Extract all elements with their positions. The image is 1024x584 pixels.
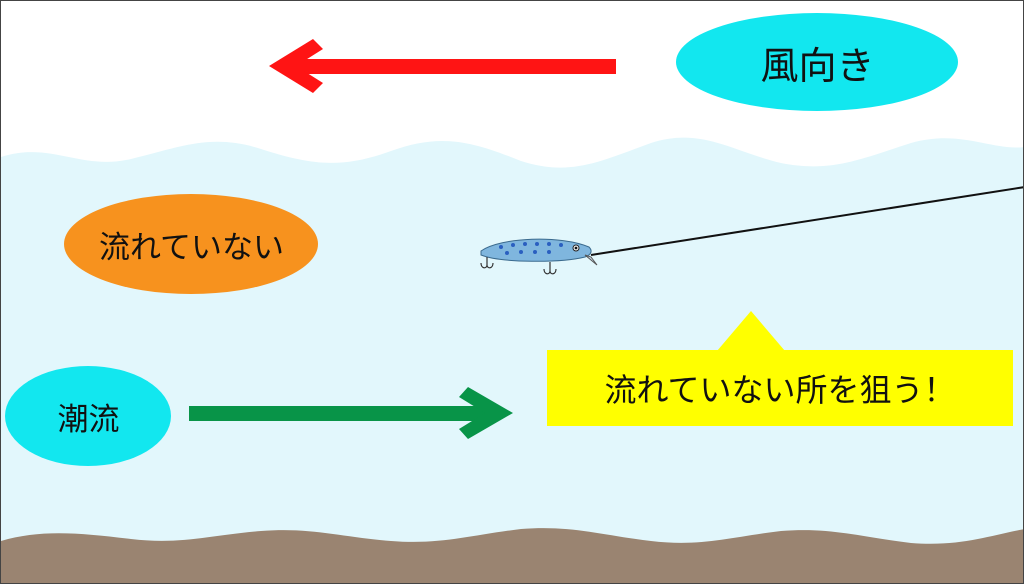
callout-text: 流れていない所を狙う！: [604, 371, 956, 409]
minnow-lure-icon: [480, 238, 598, 275]
no-current-ellipse: [64, 194, 318, 294]
fishing-line: [590, 186, 1023, 256]
tidal-current-label: 潮流: [57, 401, 120, 438]
wind-direction-label: 風向き: [760, 43, 875, 88]
no-current-label: 流れていない: [98, 229, 285, 266]
wind-label-ellipse: [676, 13, 958, 111]
callout-box: 流れていない所を狙う！: [547, 350, 1013, 426]
wind-direction-arrow: [269, 39, 616, 93]
tide-label-ellipse: [5, 366, 171, 466]
tidal-current-arrow: [189, 387, 513, 439]
seabed: [1, 528, 1023, 583]
callout-pointer: [717, 311, 785, 351]
